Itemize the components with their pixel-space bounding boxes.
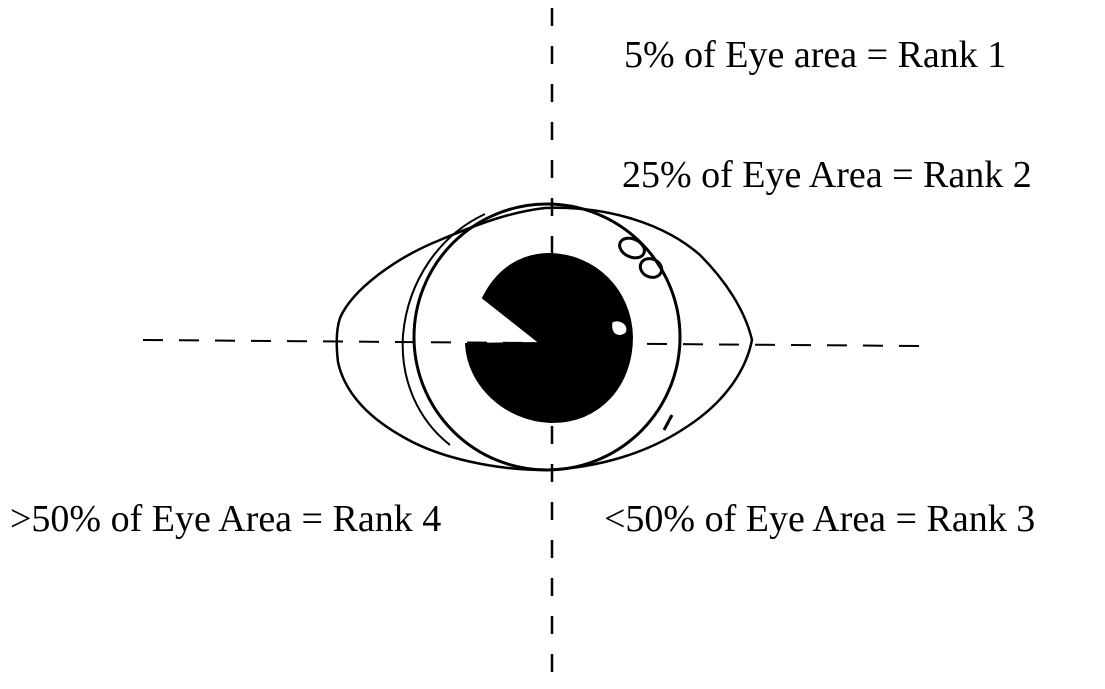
reflection-loop-lower bbox=[637, 255, 665, 281]
label-rank-4: >50% of Eye Area = Rank 4 bbox=[10, 500, 441, 538]
iris-lower-mark bbox=[664, 415, 672, 430]
reflection-loop-upper bbox=[616, 234, 647, 261]
label-rank-1: 5% of Eye area = Rank 1 bbox=[624, 36, 1006, 74]
label-rank-3: <50% of Eye Area = Rank 3 bbox=[604, 500, 1035, 538]
label-rank-2: 25% of Eye Area = Rank 2 bbox=[622, 156, 1032, 194]
pupil bbox=[466, 254, 632, 422]
